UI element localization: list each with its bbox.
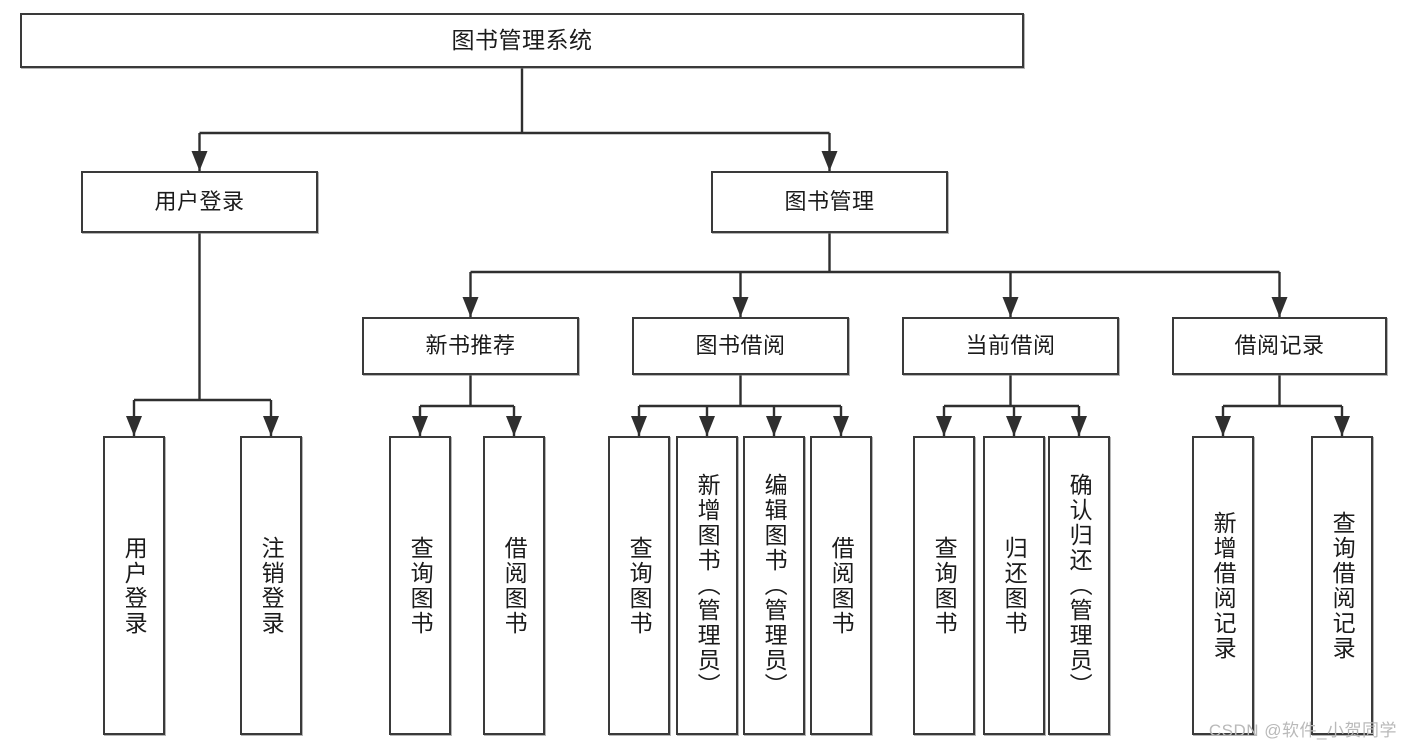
- node-book-borrow[interactable]: 图书借阅: [632, 317, 849, 375]
- node-leaf-logout[interactable]: 注销登录: [240, 436, 302, 735]
- node-label-leaf-query-book-1: 查询图书: [407, 535, 434, 636]
- node-leaf-query-record[interactable]: 查询借阅记录: [1311, 436, 1373, 735]
- node-label-book-manage: 图书管理: [784, 189, 875, 215]
- node-leaf-user-login[interactable]: 用户登录: [103, 436, 165, 735]
- node-label-leaf-query-book-2: 查询图书: [626, 535, 653, 636]
- node-label-leaf-return-book: 归还图书: [1001, 535, 1028, 636]
- node-label-leaf-logout: 注销登录: [258, 535, 285, 636]
- node-label-leaf-confirm-return: 确认归还（管理员）: [1066, 473, 1093, 698]
- watermark-text: CSDN @软件_小贺同学: [1208, 721, 1397, 740]
- node-leaf-borrow-book-1[interactable]: 借阅图书: [483, 436, 545, 735]
- node-label-leaf-edit-book: 编辑图书（管理员）: [761, 473, 788, 698]
- node-current-borrow[interactable]: 当前借阅: [902, 317, 1119, 375]
- node-label-book-borrow: 图书借阅: [695, 333, 786, 359]
- node-leaf-add-record[interactable]: 新增借阅记录: [1192, 436, 1254, 735]
- node-user-login[interactable]: 用户登录: [81, 171, 318, 233]
- node-leaf-query-book-2[interactable]: 查询图书: [608, 436, 670, 735]
- node-label-leaf-user-login: 用户登录: [121, 535, 148, 636]
- node-new-book-rec[interactable]: 新书推荐: [362, 317, 579, 375]
- node-label-current-borrow: 当前借阅: [965, 333, 1056, 359]
- node-leaf-add-book[interactable]: 新增图书（管理员）: [676, 436, 738, 735]
- node-leaf-borrow-book-2[interactable]: 借阅图书: [810, 436, 872, 735]
- node-label-leaf-query-book-3: 查询图书: [931, 535, 958, 636]
- node-label-new-book-rec: 新书推荐: [425, 333, 516, 359]
- node-label-leaf-add-record: 新增借阅记录: [1210, 510, 1237, 661]
- node-leaf-query-book-1[interactable]: 查询图书: [389, 436, 451, 735]
- node-label-user-login: 用户登录: [154, 189, 245, 215]
- node-book-manage[interactable]: 图书管理: [711, 171, 948, 233]
- node-label-leaf-add-book: 新增图书（管理员）: [694, 473, 721, 698]
- node-leaf-edit-book[interactable]: 编辑图书（管理员）: [743, 436, 805, 735]
- node-borrow-record[interactable]: 借阅记录: [1172, 317, 1387, 375]
- node-leaf-query-book-3[interactable]: 查询图书: [913, 436, 975, 735]
- node-label-leaf-borrow-book-2: 借阅图书: [828, 535, 855, 636]
- node-leaf-return-book[interactable]: 归还图书: [983, 436, 1045, 735]
- node-leaf-confirm-return[interactable]: 确认归还（管理员）: [1048, 436, 1110, 735]
- node-label-borrow-record: 借阅记录: [1234, 333, 1325, 359]
- node-label-leaf-query-record: 查询借阅记录: [1329, 510, 1356, 661]
- node-label-root: 图书管理系统: [451, 27, 593, 54]
- node-root[interactable]: 图书管理系统: [20, 13, 1024, 68]
- node-label-leaf-borrow-book-1: 借阅图书: [501, 535, 528, 636]
